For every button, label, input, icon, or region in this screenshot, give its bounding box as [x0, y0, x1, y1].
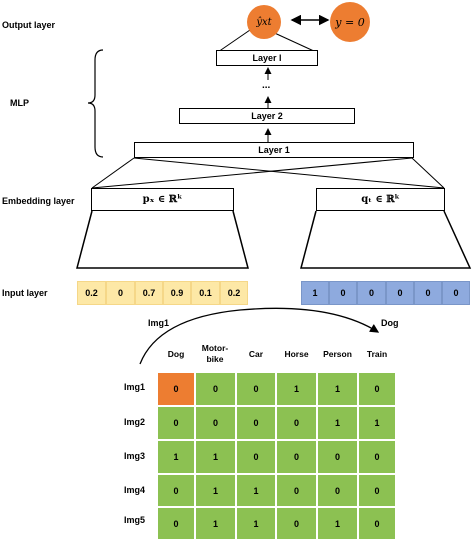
matrix-cell: 1	[195, 440, 236, 474]
matrix-cell: 0	[195, 372, 236, 406]
target-node: y = 0	[330, 2, 370, 42]
input-layer-label: Input layer	[2, 288, 48, 298]
input-cell: 0.2	[77, 281, 106, 305]
row-pointer-label: Img1	[148, 318, 170, 328]
matrix-cell: 0	[358, 440, 396, 474]
matrix-cell: 1	[317, 372, 358, 406]
matrix-cell: 1	[195, 507, 236, 540]
input-cell: 0.1	[191, 281, 220, 305]
matrix-cell-highlighted: 0	[157, 372, 195, 406]
mlp-label: MLP	[10, 98, 29, 108]
embedding-layer-label: Embedding layer	[2, 196, 75, 206]
matrix-cell: 0	[358, 474, 396, 507]
row-header: Img5	[124, 515, 146, 525]
input-cell: 0.7	[135, 281, 163, 305]
matrix-cell: 1	[157, 440, 195, 474]
row-header: Img1	[124, 382, 146, 392]
input-cell: 0	[106, 281, 135, 305]
matrix-cell: 0	[236, 406, 276, 440]
row-header: Img3	[124, 451, 146, 461]
column-header: Motor- bike	[201, 343, 229, 364]
column-pointer-label: Dog	[381, 318, 399, 328]
input-cell: 0	[414, 281, 442, 305]
row-header: Img2	[124, 417, 146, 427]
matrix-cell: 1	[276, 372, 317, 406]
input-cell: 0	[329, 281, 357, 305]
matrix-cell: 0	[317, 440, 358, 474]
matrix-cell: 1	[195, 474, 236, 507]
matrix-cell: 0	[157, 406, 195, 440]
matrix-cell: 0	[157, 474, 195, 507]
matrix-cell: 0	[276, 474, 317, 507]
row-header: Img4	[124, 485, 146, 495]
matrix-cell: 0	[276, 507, 317, 540]
user-embedding-box: pₓ ∈ ℝᵏ	[91, 188, 234, 211]
output-layer-label: Output layer	[2, 20, 56, 30]
layer-ellipsis: ...	[262, 80, 271, 91]
mlp-brace	[87, 49, 104, 158]
matrix-cell: 0	[276, 406, 317, 440]
matrix-cell: 1	[236, 507, 276, 540]
column-header: Train	[366, 349, 388, 359]
mlp-layer-l: Layer l	[216, 50, 318, 66]
matrix-cell: 0	[317, 474, 358, 507]
matrix-cell: 1	[317, 406, 358, 440]
matrix-cell: 0	[195, 406, 236, 440]
matrix-cell: 1	[358, 406, 396, 440]
input-cell: 0	[386, 281, 414, 305]
input-cell: 0.9	[163, 281, 191, 305]
matrix-cell: 0	[358, 507, 396, 540]
input-cell: 0.2	[220, 281, 248, 305]
column-header: Car	[248, 349, 264, 359]
right-embedding-trapezoid	[300, 210, 472, 269]
input-cell: 0	[357, 281, 386, 305]
prediction-label: ŷxt	[256, 16, 272, 28]
prediction-node: ŷxt	[247, 5, 281, 39]
matrix-cell: 0	[236, 372, 276, 406]
input-cell: 0	[442, 281, 470, 305]
matrix-cell: 1	[236, 474, 276, 507]
matrix-cell: 0	[276, 440, 317, 474]
mlp-layer-1: Layer 1	[134, 142, 414, 158]
matrix-cell: 1	[317, 507, 358, 540]
left-embedding-trapezoid	[76, 210, 249, 269]
input-cell: 1	[301, 281, 329, 305]
matrix-cell: 0	[358, 372, 396, 406]
item-embedding-box: qₜ ∈ ℝᵏ	[316, 188, 445, 211]
matrix-cell: 0	[157, 507, 195, 540]
matrix-cell: 0	[236, 440, 276, 474]
mlp-layer-2: Layer 2	[179, 108, 355, 124]
target-label: y = 0	[335, 15, 365, 29]
column-header: Dog	[167, 349, 185, 359]
matrix-pointer-curve	[139, 307, 380, 365]
column-header: Horse	[284, 349, 309, 359]
column-header: Person	[323, 349, 352, 359]
